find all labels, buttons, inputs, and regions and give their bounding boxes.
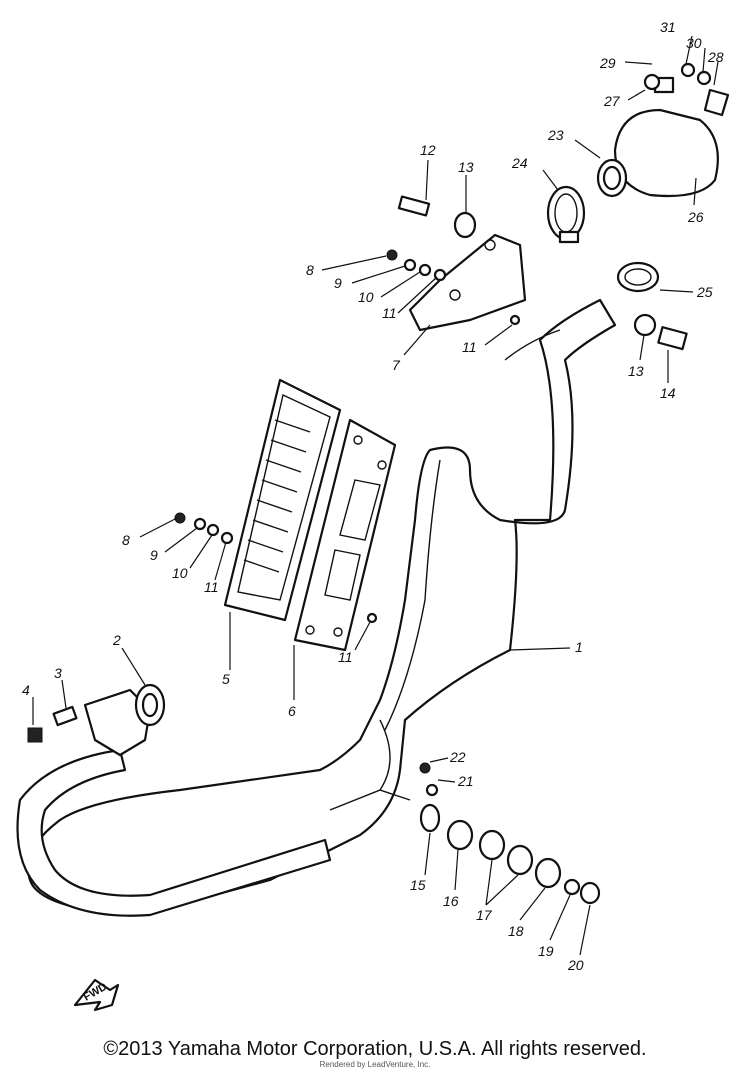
callout-9a: 9: [334, 275, 342, 291]
callout-31: 31: [660, 19, 676, 35]
callout-22: 22: [449, 749, 466, 765]
callout-19: 19: [538, 943, 554, 959]
heat-shield-5: [223, 378, 342, 622]
callout-8a: 8: [306, 262, 314, 278]
callout-7: 7: [392, 357, 401, 373]
callout-labels: 12 13 8 9 10 11 7 11 24 23 25 13 14 26 2…: [22, 19, 724, 973]
clamp-25: [616, 261, 660, 293]
callout-26: 26: [687, 209, 704, 225]
callout-10b: 10: [172, 565, 188, 581]
callout-11b: 11: [462, 339, 477, 355]
callout-29: 29: [599, 55, 616, 71]
callout-10a: 10: [358, 289, 374, 305]
callout-27: 27: [603, 93, 621, 109]
callout-5: 5: [222, 671, 230, 687]
forward-arrow: FWD: [73, 978, 120, 1012]
callout-13a: 13: [458, 159, 474, 175]
callout-23: 23: [547, 127, 564, 143]
heat-shield-6: [293, 418, 397, 652]
callout-18: 18: [508, 923, 524, 939]
callout-1: 1: [575, 639, 583, 655]
silencer-end: [596, 88, 730, 198]
callout-11a: 11: [382, 305, 397, 321]
callout-16: 16: [443, 893, 459, 909]
callout-6: 6: [288, 703, 296, 719]
callout-28: 28: [707, 49, 724, 65]
callout-11d: 11: [338, 649, 353, 665]
hardware: [174, 62, 712, 905]
callout-20: 20: [567, 957, 584, 973]
rendered-by-credit: Rendered by LeadVenture, Inc.: [319, 1060, 431, 1069]
callout-24: 24: [511, 155, 528, 171]
leader-lines: [32, 35, 719, 956]
header-pipe: [16, 683, 332, 917]
callout-9b: 9: [150, 547, 158, 563]
callout-17: 17: [476, 907, 493, 923]
callout-21: 21: [457, 773, 474, 789]
callout-13b: 13: [628, 363, 644, 379]
callout-4: 4: [22, 682, 30, 698]
callout-8b: 8: [122, 532, 130, 548]
copyright-notice: ©2013 Yamaha Motor Corporation, U.S.A. A…: [103, 1038, 647, 1060]
callout-25: 25: [696, 284, 713, 300]
callout-11c: 11: [204, 579, 219, 595]
callout-2: 2: [112, 632, 121, 648]
callout-30: 30: [686, 35, 702, 51]
callout-15: 15: [410, 877, 426, 893]
clamp-24: [546, 185, 586, 244]
callout-3: 3: [54, 665, 62, 681]
callout-14: 14: [660, 385, 676, 401]
bracket-7: [408, 233, 527, 332]
callout-12: 12: [420, 142, 436, 158]
